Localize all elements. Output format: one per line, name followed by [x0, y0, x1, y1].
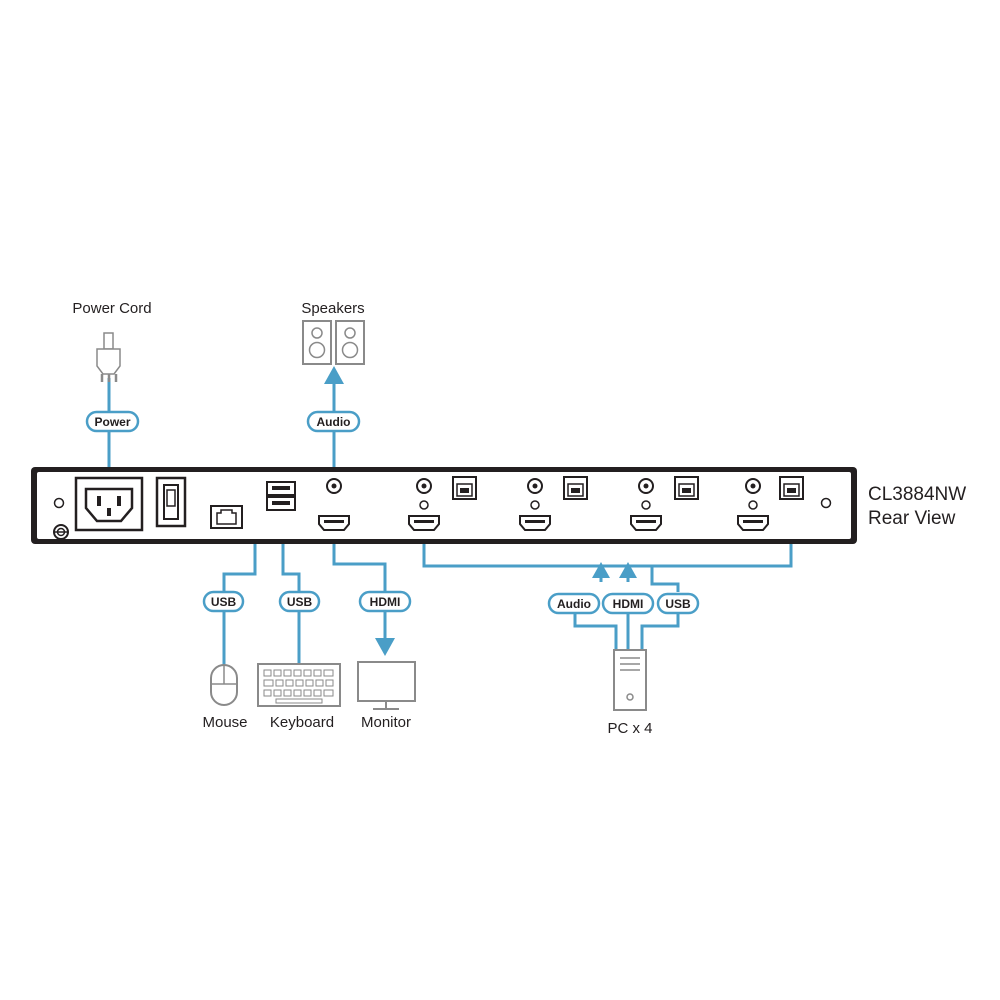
audio-speaker-pill: Audio [306, 410, 361, 433]
monitor-label: Monitor [361, 714, 411, 731]
keyboard-label: Keyboard [270, 714, 334, 731]
usb-mouse-label: USB [211, 595, 237, 609]
usb-pc-label: USB [665, 597, 691, 611]
pc-port-group-3 [630, 476, 699, 531]
pc-audio-lower [573, 613, 618, 650]
kvm-chassis [31, 467, 857, 544]
power-cable-label: Power [94, 415, 130, 429]
pc-label: PC x 4 [607, 720, 652, 737]
usb-pc-pill: USB [656, 592, 700, 615]
power-socket-icon [74, 476, 144, 532]
pc1-led-icon [419, 500, 429, 510]
mount-hole-right [820, 497, 832, 509]
power-cord-label: Power Cord [72, 300, 151, 317]
pc4-led-icon [748, 500, 758, 510]
ground-screw-icon [53, 524, 69, 540]
audio-speaker-label: Audio [317, 415, 351, 429]
pc3-usb-b-port-icon [674, 476, 699, 500]
audio-arrow-up [324, 366, 344, 384]
hdmi-monitor-label: HDMI [370, 595, 401, 609]
console-hdmi-port-icon [318, 515, 350, 531]
pc-usb-riser [650, 566, 680, 592]
audio-pc-pill: Audio [547, 592, 601, 615]
hdmi-pc-label: HDMI [613, 597, 644, 611]
speakers-label: Speakers [301, 300, 364, 317]
hdmi-arrow-down [375, 638, 395, 656]
usb-keyboard-pill: USB [278, 590, 321, 613]
hdmi-monitor-cable [332, 530, 387, 640]
hdmi-monitor-pill: HDMI [358, 590, 412, 613]
usb-keyboard-label: USB [287, 595, 313, 609]
pc2-usb-b-port-icon [563, 476, 588, 500]
pc-tower-icon [613, 649, 647, 711]
speakers-icon [302, 320, 365, 365]
pc4-usb-b-port-icon [779, 476, 804, 500]
power-plug-icon [96, 332, 121, 382]
usb-mouse-pill: USB [202, 590, 245, 613]
pc-hdmi-arrow [619, 562, 637, 578]
mouse-label: Mouse [202, 714, 247, 731]
pc-port-group-4 [737, 476, 804, 531]
mouse-icon [210, 664, 238, 706]
model-name: CL3884NW [868, 484, 966, 505]
power-cable-pill: Power [85, 410, 140, 433]
mount-hole-left [53, 497, 65, 509]
monitor-icon [357, 661, 416, 710]
pc1-usb-b-port-icon [452, 476, 477, 500]
view-name: Rear View [868, 508, 956, 529]
pc-audio-arrow [592, 562, 610, 578]
audio-pc-label: Audio [557, 597, 591, 611]
usb-a-ports-icon [266, 481, 296, 511]
keyboard-icon [257, 663, 341, 707]
pc-port-group-2 [519, 476, 588, 531]
pc2-led-icon [530, 500, 540, 510]
power-switch-icon [155, 476, 187, 528]
pc-usb-lower [640, 613, 680, 650]
console-audio-jack-icon [326, 478, 342, 494]
ethernet-port-icon [210, 505, 243, 529]
hdmi-pc-pill: HDMI [601, 592, 655, 615]
pc-port-group-1 [408, 476, 477, 531]
pc3-led-icon [641, 500, 651, 510]
